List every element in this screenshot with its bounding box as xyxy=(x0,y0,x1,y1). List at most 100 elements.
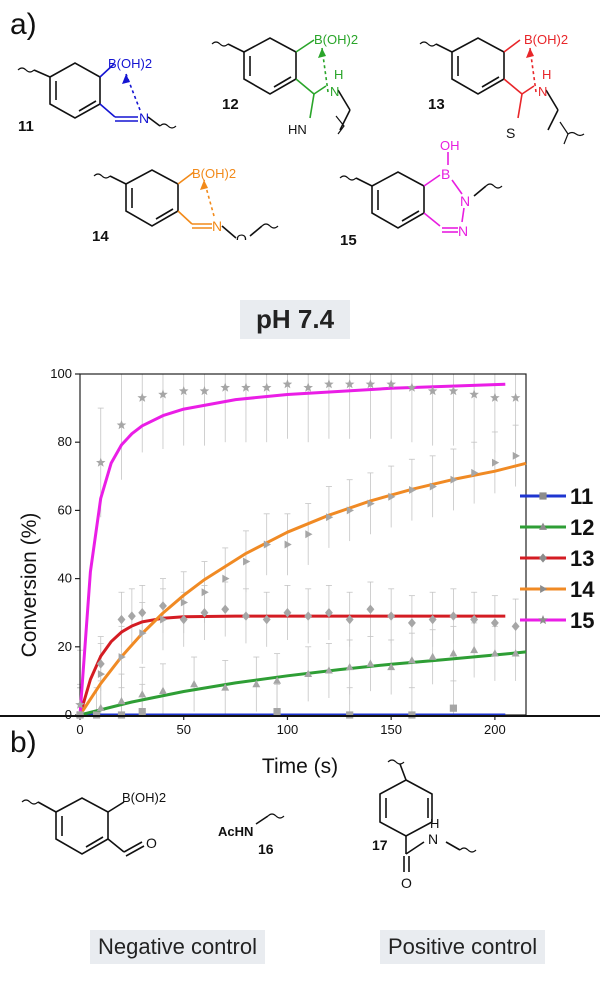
data-point-13 xyxy=(262,614,271,625)
y-tick-label: 80 xyxy=(58,434,72,449)
structure-11 xyxy=(17,62,177,129)
data-point-12 xyxy=(117,697,126,705)
legend-label-15: 15 xyxy=(570,608,594,633)
data-point-12 xyxy=(96,703,105,712)
data-point-14 xyxy=(97,670,106,679)
data-point-13 xyxy=(428,614,437,625)
data-point-13 xyxy=(179,614,188,625)
achn-label: AcHN xyxy=(218,824,253,839)
data-point-14 xyxy=(388,492,396,501)
data-point-14 xyxy=(471,468,479,477)
data-point-15 xyxy=(344,379,355,389)
data-point-15 xyxy=(241,382,251,392)
data-point-13 xyxy=(304,611,313,621)
data-point-13 xyxy=(221,604,230,614)
legend-label-11: 11 xyxy=(570,484,593,509)
y-tick-label: 40 xyxy=(58,571,72,586)
legend-marker-12 xyxy=(539,522,547,530)
data-point-14 xyxy=(160,615,168,624)
structures-panel-b: B(OH)2 O AcHN 16 H N O 17 xyxy=(21,759,477,891)
y-axis-label: Conversion (%) xyxy=(18,513,41,658)
data-point-12 xyxy=(511,649,520,657)
data-point-12 xyxy=(304,669,313,677)
data-point-14 xyxy=(346,506,354,515)
data-point-14 xyxy=(429,482,437,491)
x-tick-label: 0 xyxy=(76,722,83,737)
panel-a-label: a) xyxy=(10,8,37,41)
structure-13 xyxy=(419,37,585,145)
data-point-15 xyxy=(137,392,147,402)
data-point-15 xyxy=(427,386,438,396)
data-point-13 xyxy=(159,601,167,611)
x-tick-label: 50 xyxy=(176,722,190,737)
data-point-14 xyxy=(512,451,520,460)
data-point-14 xyxy=(118,653,126,661)
legend-marker-15 xyxy=(538,615,548,625)
structure-14 xyxy=(93,169,279,239)
data-point-14 xyxy=(139,629,147,638)
data-point-14 xyxy=(243,557,251,566)
data-point-13 xyxy=(345,614,354,625)
data-point-15 xyxy=(407,382,417,392)
compound-14-label: 14 xyxy=(92,228,109,245)
structure-13-s: S xyxy=(506,125,515,141)
data-point-15 xyxy=(324,379,334,389)
aldehyde-o: O xyxy=(146,835,157,851)
x-tick-label: 150 xyxy=(380,722,402,737)
compound-12-label: 12 xyxy=(222,96,239,113)
compound-16-label: 16 xyxy=(258,841,274,857)
legend-marker-13 xyxy=(539,553,547,563)
data-point-15 xyxy=(386,379,396,389)
y-tick-label: 100 xyxy=(50,366,72,381)
data-point-13 xyxy=(117,614,126,625)
structure-11-n: N xyxy=(139,110,149,126)
compound-17-label: 17 xyxy=(372,837,388,853)
data-point-12 xyxy=(252,679,261,688)
data-point-15 xyxy=(303,382,313,392)
data-point-15 xyxy=(96,457,106,467)
amide-structure xyxy=(379,759,477,872)
data-point-12 xyxy=(428,652,437,660)
condition-label: pH 7.4 xyxy=(240,300,351,339)
data-point-15 xyxy=(220,382,230,392)
structure-13-group: B(OH)2 xyxy=(524,32,568,47)
structure-13-n: N xyxy=(538,84,547,99)
data-point-12 xyxy=(345,662,354,671)
x-axis-label: Time (s) xyxy=(262,755,338,778)
structure-12-h: H xyxy=(334,67,343,82)
structure-14-group: B(OH)2 xyxy=(192,166,236,181)
data-point-14 xyxy=(367,499,375,508)
structure-12-n: N xyxy=(330,84,339,99)
data-point-13 xyxy=(283,608,292,618)
data-point-12 xyxy=(159,686,167,695)
data-point-12 xyxy=(221,683,230,691)
data-point-11 xyxy=(138,707,146,716)
x-tick-label: 200 xyxy=(484,722,506,737)
legend-marker-14 xyxy=(540,585,548,593)
data-point-14 xyxy=(180,598,189,607)
data-point-15 xyxy=(448,386,459,396)
structure-13-h: H xyxy=(542,67,551,82)
data-point-14 xyxy=(409,485,417,494)
data-point-14 xyxy=(492,458,500,467)
data-point-13 xyxy=(449,611,458,621)
data-point-12 xyxy=(138,690,147,698)
data-point-14 xyxy=(326,513,334,522)
data-point-13 xyxy=(138,608,147,618)
fit-line-14 xyxy=(78,461,527,716)
positive-control-label: Positive control xyxy=(380,930,546,964)
aldehyde-structure xyxy=(21,797,145,857)
amide-n: N xyxy=(428,831,438,847)
data-point-15 xyxy=(199,386,210,396)
panel-b-label: b) xyxy=(10,726,37,759)
data-point-12 xyxy=(470,645,479,654)
data-point-14 xyxy=(222,574,230,583)
structure-15-b: B xyxy=(441,166,450,182)
data-point-15 xyxy=(490,392,500,402)
data-point-14 xyxy=(201,588,209,597)
legend-label-12: 12 xyxy=(570,515,594,540)
data-point-12 xyxy=(190,679,199,688)
data-point-15 xyxy=(178,386,189,396)
data-point-12 xyxy=(273,676,282,684)
